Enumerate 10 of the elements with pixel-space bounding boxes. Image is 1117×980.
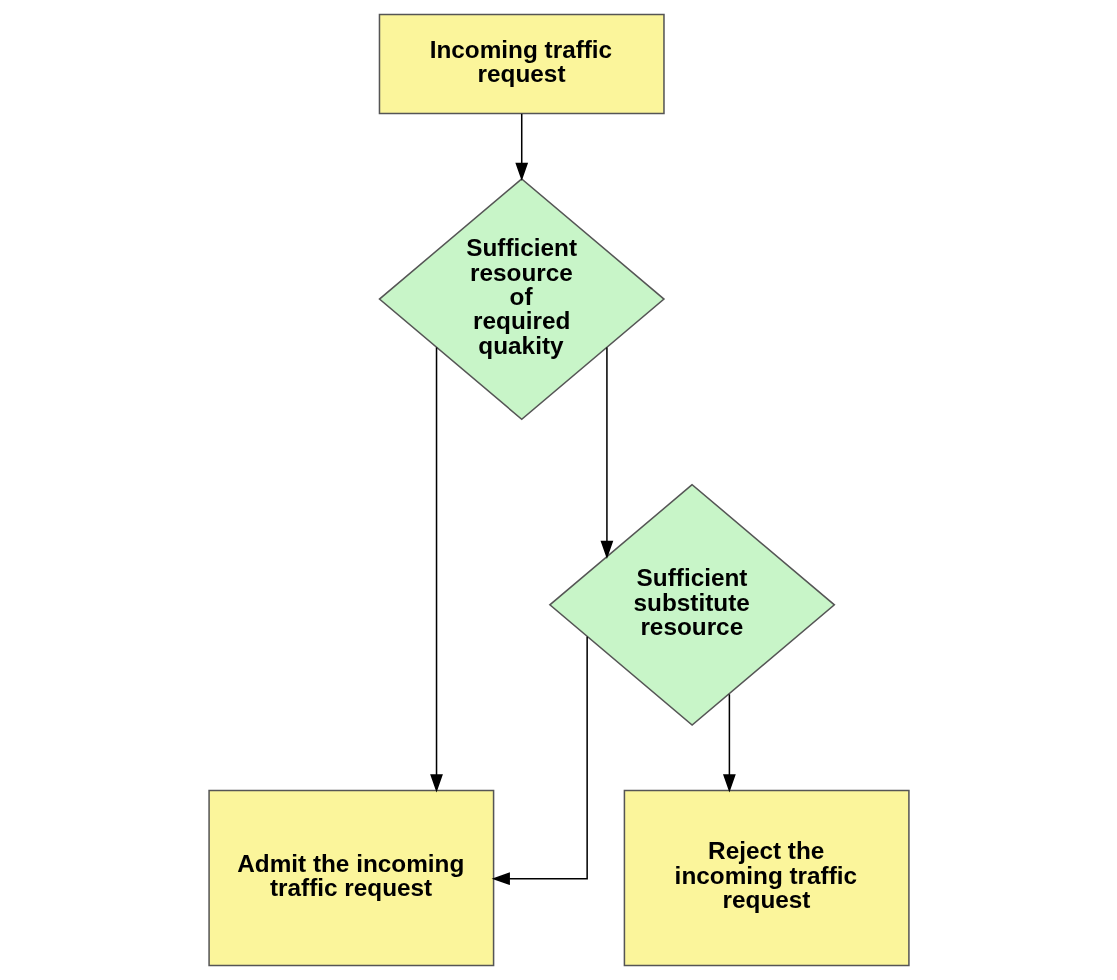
arrow bbox=[491, 636, 588, 886]
node-diamond: Sufficient substitute resource bbox=[548, 483, 836, 727]
node-box: Reject the incoming traffic request bbox=[623, 789, 910, 967]
arrow bbox=[722, 693, 736, 793]
node-box: Admit the incoming traffic request bbox=[207, 789, 494, 967]
arrow bbox=[514, 113, 528, 181]
arrow bbox=[429, 346, 443, 793]
arrow bbox=[600, 346, 613, 559]
node-diamond: Sufficient resource of required quakity bbox=[377, 177, 665, 421]
node-box: Incoming traffic request bbox=[378, 13, 665, 115]
